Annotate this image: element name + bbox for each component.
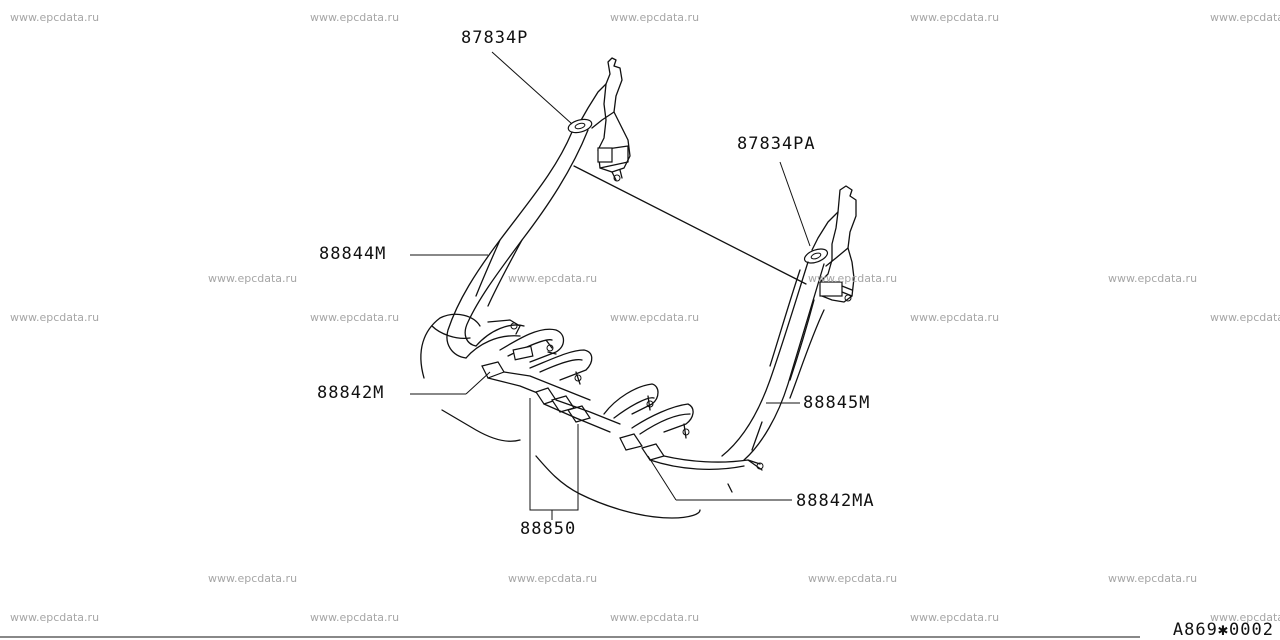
watermark: www.epcdata.ru	[1108, 572, 1198, 585]
left-tongue-plate	[481, 361, 591, 413]
left-d-ring	[567, 118, 593, 134]
watermark: www.epcdata.ru	[910, 11, 1000, 24]
center-buckles	[535, 387, 621, 433]
watermark: www.epcdata.ru	[610, 311, 700, 324]
part-label-87834p: 87834P	[461, 28, 529, 48]
right-buckle-cluster	[603, 383, 694, 439]
watermark: www.epcdata.ru	[808, 272, 898, 285]
leader-87834PA	[779, 161, 811, 247]
left-buckle-cluster	[487, 319, 593, 385]
leader-88842M-d	[465, 371, 491, 395]
part-label-88842ma: 88842MA	[796, 491, 875, 511]
right-shoulder-belt	[721, 261, 825, 461]
watermark: www.epcdata.ru	[508, 572, 598, 585]
part-label-87834pa: 87834PA	[737, 134, 816, 154]
right-retractor	[811, 185, 857, 303]
watermark: www.epcdata.ru	[1210, 611, 1280, 624]
watermark: www.epcdata.ru	[310, 611, 400, 624]
watermark: www.epcdata.ru	[10, 611, 100, 624]
watermark: www.epcdata.ru	[10, 11, 100, 24]
left-seat-outline	[420, 313, 701, 519]
watermark: www.epcdata.ru	[208, 272, 298, 285]
watermark: www.epcdata.ru	[310, 311, 400, 324]
watermark: www.epcdata.ru	[208, 572, 298, 585]
watermark: www.epcdata.ru	[910, 611, 1000, 624]
seat-back-line	[573, 165, 807, 285]
watermark: www.epcdata.ru	[10, 311, 100, 324]
watermark: www.epcdata.ru	[808, 572, 898, 585]
watermark: www.epcdata.ru	[1210, 11, 1280, 24]
part-label-88844m: 88844M	[319, 244, 387, 264]
leader-88850-right	[552, 424, 579, 511]
floor-tick	[727, 483, 733, 493]
watermark: www.epcdata.ru	[508, 272, 598, 285]
leader-88842MA-d	[647, 455, 677, 501]
leader-87834P	[491, 51, 573, 125]
watermark: www.epcdata.ru	[610, 611, 700, 624]
watermark: www.epcdata.ru	[1108, 272, 1198, 285]
leader-88850-left	[529, 398, 552, 511]
watermark: www.epcdata.ru	[310, 11, 400, 24]
left-retractor	[579, 57, 631, 182]
part-label-88842m: 88842M	[317, 383, 385, 403]
part-label-88850: 88850	[520, 519, 577, 539]
right-d-ring	[803, 248, 829, 264]
watermark: www.epcdata.ru	[910, 311, 1000, 324]
diagram-code: A869✱0002	[1172, 620, 1274, 640]
part-label-88845m: 88845M	[803, 393, 871, 413]
watermark: www.epcdata.ru	[1210, 311, 1280, 324]
left-shoulder-belt	[446, 129, 589, 359]
watermark: www.epcdata.ru	[610, 11, 700, 24]
right-tongue-plate	[619, 433, 764, 471]
